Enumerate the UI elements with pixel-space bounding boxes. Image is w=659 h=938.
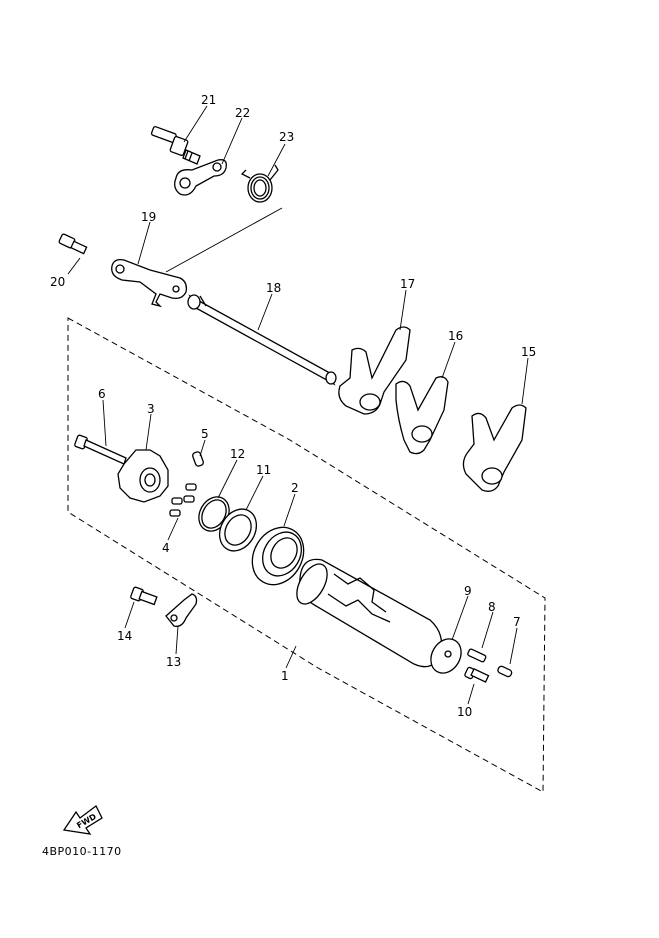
callout-21: 21 xyxy=(201,93,216,107)
callout-10: 10 xyxy=(457,705,472,719)
callout-4: 4 xyxy=(162,541,170,555)
callout-22: 22 xyxy=(235,106,250,120)
callout-3: 3 xyxy=(147,402,155,416)
part-19-shift-lever xyxy=(111,258,188,308)
callout-14: 14 xyxy=(117,629,132,643)
part-22-stopper-lever xyxy=(174,159,227,196)
part-21-bolt xyxy=(150,126,201,165)
part-20-bolt xyxy=(58,233,88,255)
callout-15: 15 xyxy=(521,345,536,359)
part-10-screw xyxy=(464,666,490,683)
part-4-pins xyxy=(169,483,197,517)
callout-9: 9 xyxy=(464,584,472,598)
callout-16: 16 xyxy=(448,329,463,343)
fwd-arrow-icon xyxy=(62,805,103,835)
callout-18: 18 xyxy=(266,281,281,295)
callout-19: 19 xyxy=(141,210,156,224)
callout-1: 1 xyxy=(281,669,289,683)
part-6-bolt xyxy=(74,434,127,465)
leader-lines xyxy=(67,105,529,705)
callout-2: 2 xyxy=(291,481,299,495)
part-2-bearing xyxy=(251,526,305,586)
callout-17: 17 xyxy=(400,277,415,291)
assembly-group-boundary xyxy=(67,317,546,793)
callout-5: 5 xyxy=(201,427,209,441)
part-1-shift-drum xyxy=(296,558,443,668)
part-11-ring xyxy=(218,508,258,552)
diagram-reference-code: 4BP010-1170 xyxy=(42,845,122,858)
part-5-pin xyxy=(192,451,204,467)
callout-6: 6 xyxy=(98,387,106,401)
callout-13: 13 xyxy=(166,655,181,669)
part-16-shift-fork xyxy=(395,376,449,455)
callout-8: 8 xyxy=(488,600,496,614)
part-17-shift-fork xyxy=(338,326,411,415)
part-18-shift-shaft xyxy=(187,294,337,386)
callout-12: 12 xyxy=(230,447,245,461)
part-14-bolt xyxy=(130,586,158,606)
callout-11: 11 xyxy=(256,463,271,477)
callout-20: 20 xyxy=(50,275,65,289)
part-7-pin xyxy=(497,665,513,678)
part-23-torsion-spring xyxy=(240,164,279,203)
part-3-segment xyxy=(117,449,169,503)
part-15-shift-fork xyxy=(462,404,527,492)
callout-23: 23 xyxy=(279,130,294,144)
part-8-spring xyxy=(467,648,487,663)
callout-7: 7 xyxy=(513,615,521,629)
part-9-plate xyxy=(430,638,462,674)
part-13-stopper xyxy=(165,593,198,627)
